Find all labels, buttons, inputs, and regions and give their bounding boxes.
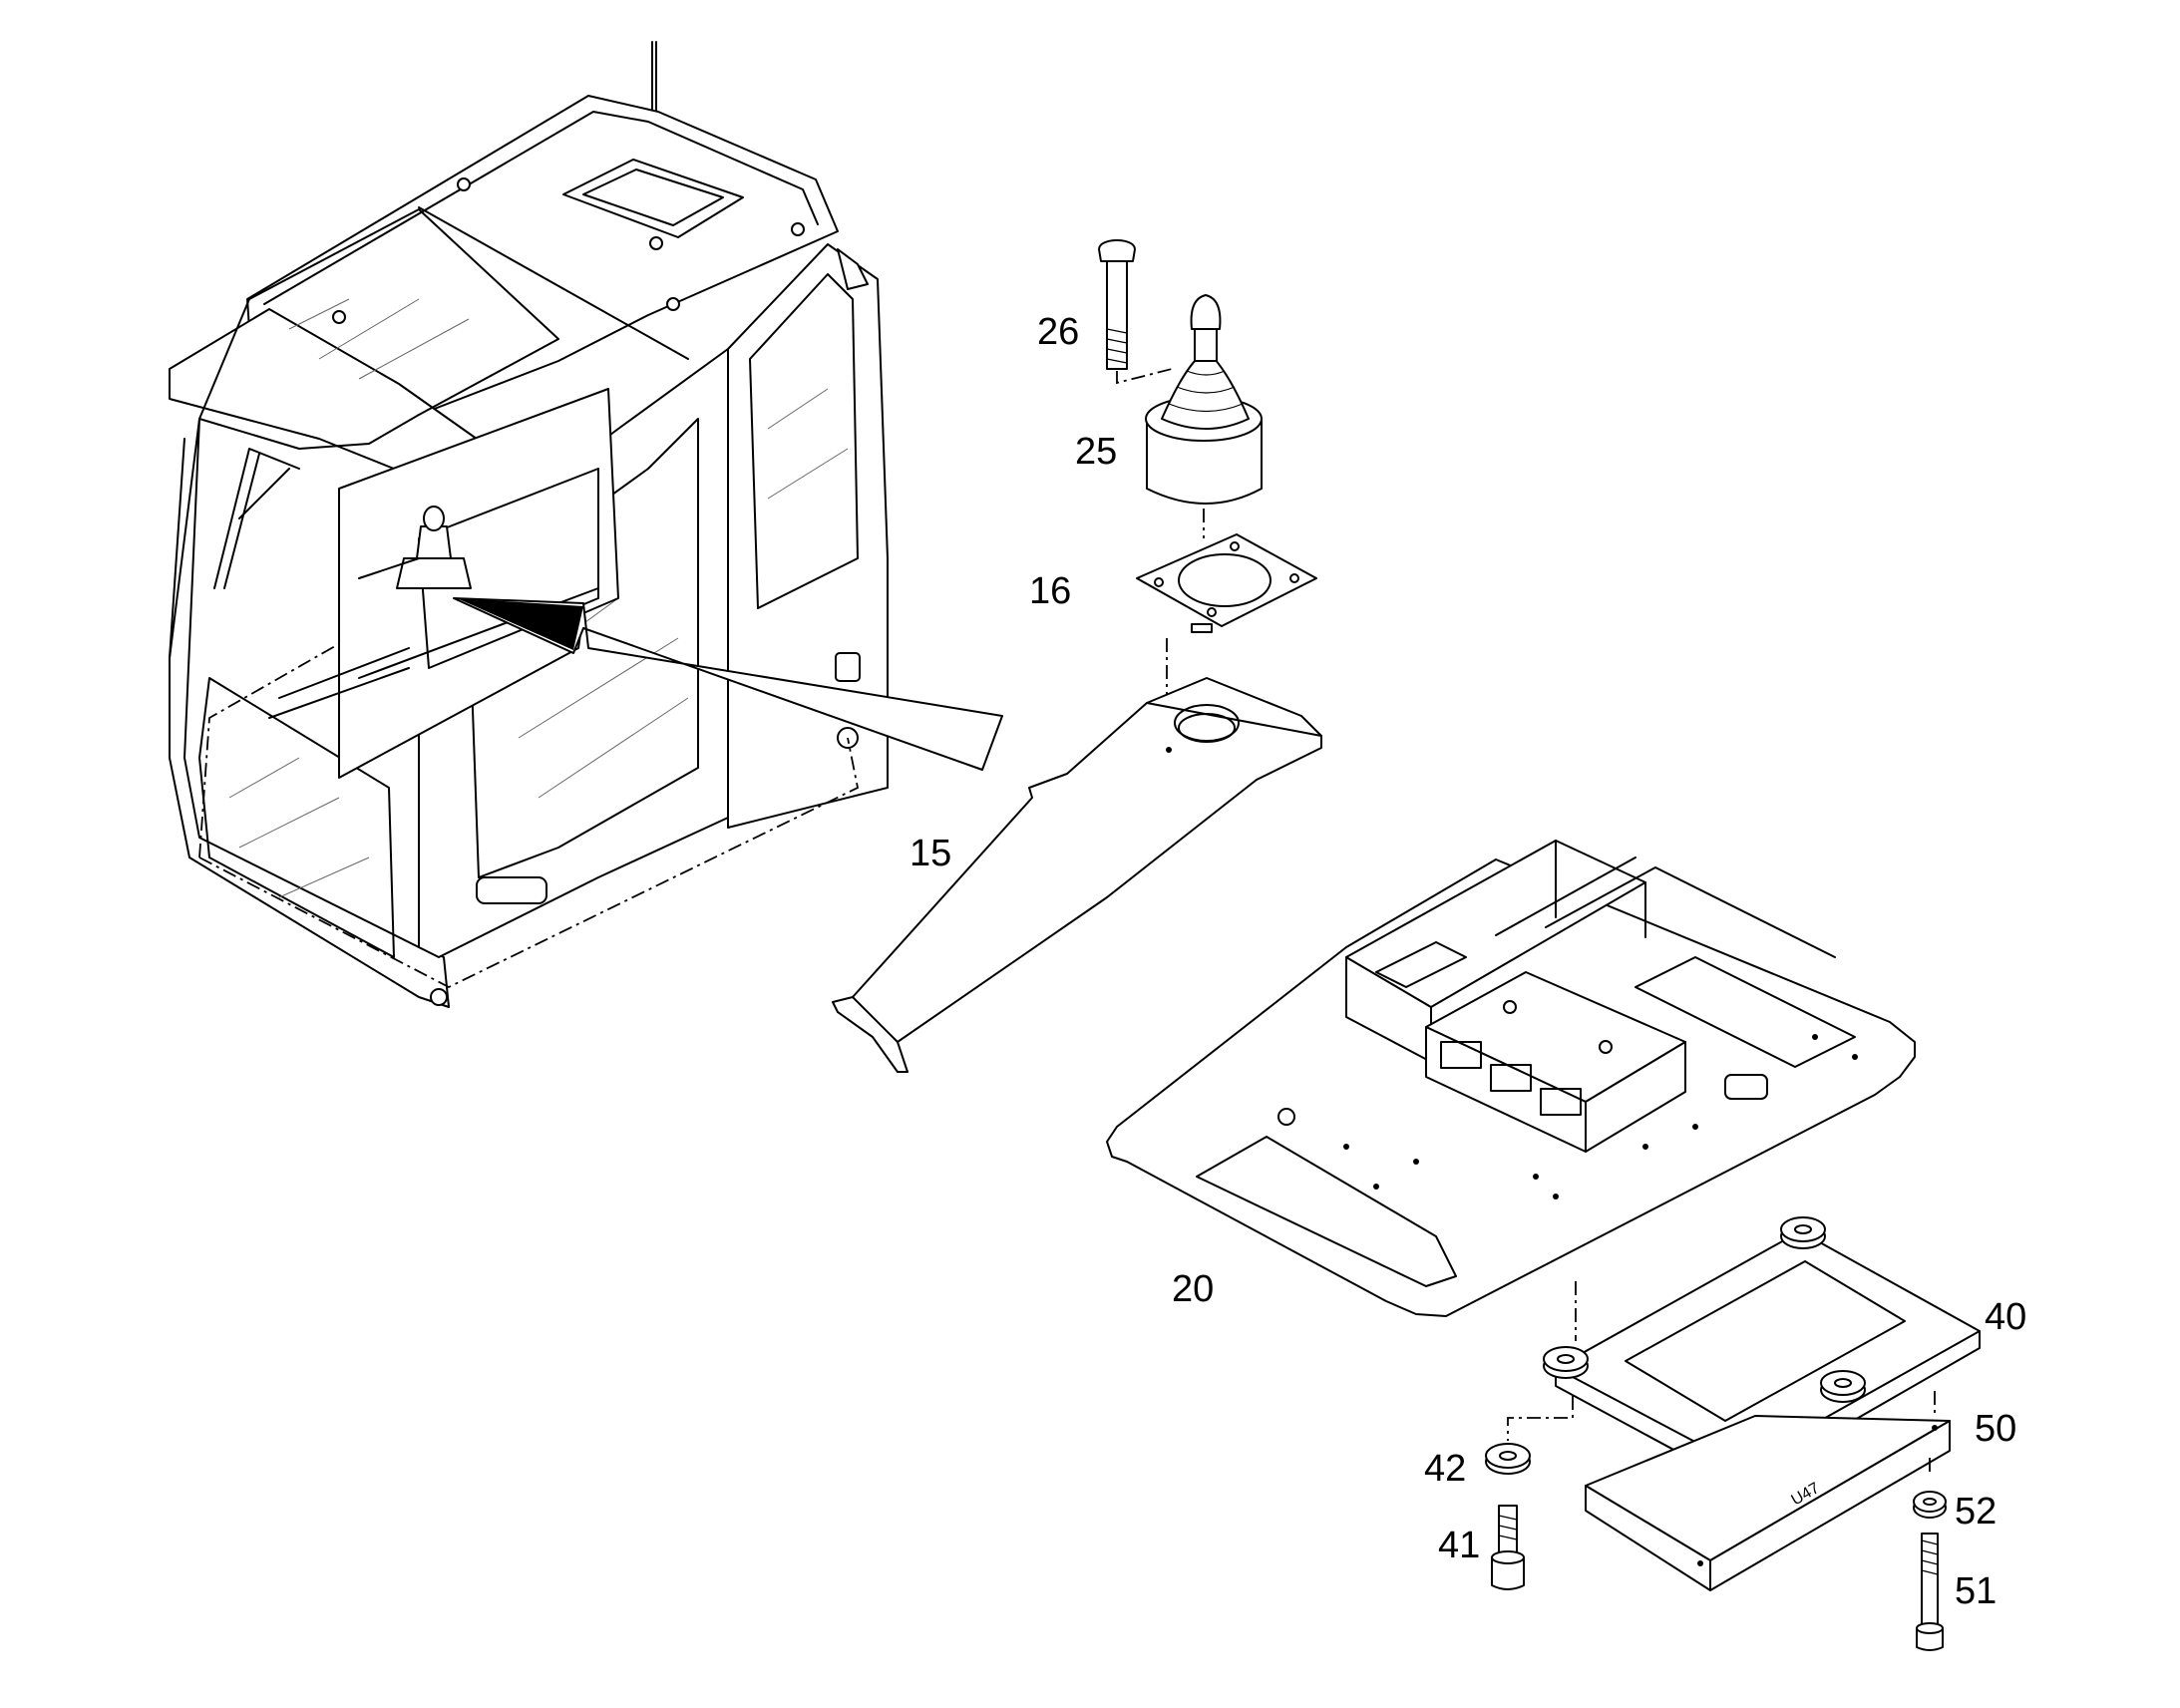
label-part-42: 42: [1424, 1448, 1466, 1490]
label-part-51: 51: [1955, 1570, 1997, 1612]
label-part-16: 16: [1029, 570, 1071, 612]
part-51-screw: [1916, 1533, 1944, 1651]
windshield-wiper: [213, 448, 300, 589]
part-26-bolt: [1098, 239, 1173, 385]
cab-rear-frame: [727, 243, 889, 829]
antenna: [651, 41, 657, 116]
label-part-20: 20: [1172, 1268, 1214, 1310]
part-labels: 26 25 16 15 20 40 50 42 52 41 51: [909, 311, 2026, 1612]
label-part-15: 15: [909, 833, 951, 874]
part-40-isolator-plate: [1543, 1216, 1981, 1487]
label-part-52: 52: [1955, 1491, 1997, 1533]
cab-base-outline: [198, 737, 860, 989]
part-42-washer: [1485, 1396, 1574, 1475]
part-52-washer: [1913, 1491, 1947, 1519]
windshield-frame: [198, 208, 559, 450]
rubber-mount: [1780, 1216, 1826, 1249]
part-15-console-cover: [832, 677, 1322, 1073]
label-part-26: 26: [1037, 311, 1079, 353]
part-20-floor-plate: [1106, 840, 1916, 1317]
label-part-50: 50: [1975, 1408, 2016, 1450]
controller-unit: [1425, 971, 1686, 1153]
label-part-25: 25: [1075, 431, 1117, 473]
part-25-joystick: [1145, 294, 1263, 538]
door-handle: [476, 876, 547, 904]
cab-left-frame: [169, 418, 450, 1008]
part-41-screw: [1491, 1505, 1525, 1590]
label-part-41: 41: [1438, 1525, 1480, 1566]
part-50-control-module: U47: [1585, 1415, 1951, 1591]
label-part-40: 40: [1985, 1296, 2026, 1338]
operator-cab: [169, 41, 1003, 1008]
rubber-mount: [1543, 1346, 1589, 1379]
view-pointer-arrow: [453, 597, 1003, 771]
roof-hatch: [562, 159, 744, 238]
lower-front-window: [198, 677, 395, 958]
console-joystick: [396, 506, 472, 589]
rubber-mount: [1820, 1370, 1866, 1403]
